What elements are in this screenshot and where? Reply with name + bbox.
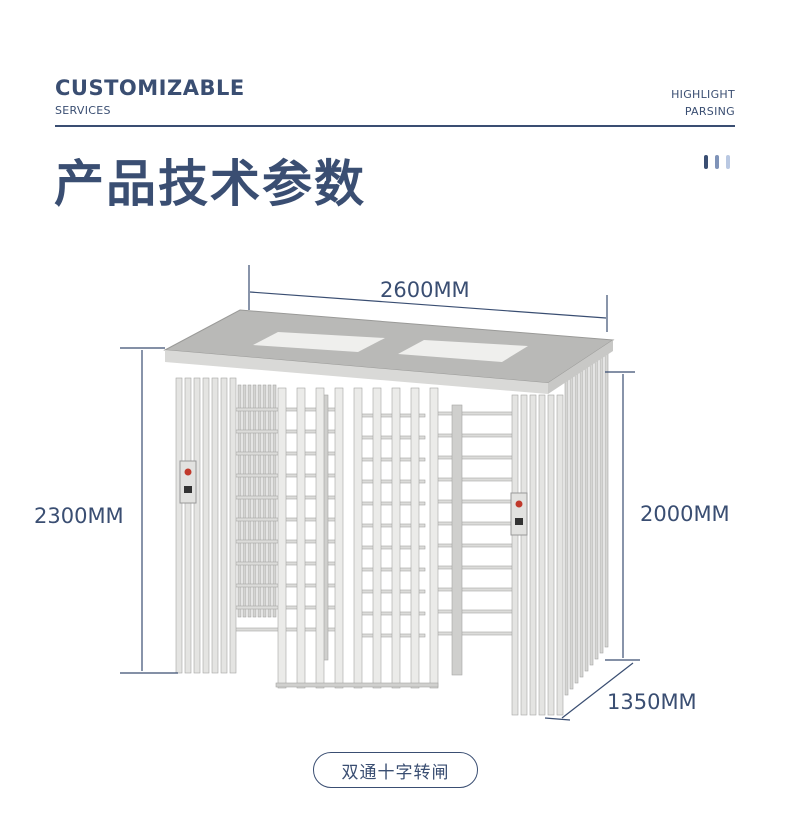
page-title: 产品技术参数 [54, 155, 366, 213]
gate-bar [334, 387, 344, 689]
fence-bar [564, 379, 569, 696]
fence-bar [202, 377, 210, 674]
gate-bar [277, 387, 287, 689]
rotor-arm [431, 455, 518, 460]
stop-indicator-icon [515, 500, 523, 508]
rotor-arm [431, 543, 518, 548]
highlight-label: HIGHLIGHT PARSING [671, 86, 735, 120]
rotor-arm [431, 499, 518, 504]
fence-bar [184, 377, 192, 674]
fence-bar [574, 371, 579, 684]
fence-bar [604, 347, 609, 648]
decor-dots [704, 155, 730, 169]
depth-tick [544, 717, 571, 721]
height-label: 2300MM [34, 504, 124, 528]
rotor-arm [431, 631, 518, 636]
roof-panel-right [398, 340, 528, 362]
floor-rail [275, 682, 439, 688]
fence-bar [252, 384, 257, 618]
roof-panel-left [253, 332, 385, 352]
fence-bar [569, 375, 574, 690]
highlight-line2: PARSING [684, 105, 735, 118]
gate-bar [296, 387, 306, 689]
fence-bar [257, 384, 262, 618]
gate-bar [391, 387, 401, 689]
dot-2 [715, 155, 719, 169]
rotor-arm [431, 609, 518, 614]
fence-bar [520, 394, 528, 716]
depth-dimension-line [561, 662, 634, 719]
turnstile-bars [175, 347, 609, 716]
card-reader-left [179, 460, 197, 504]
fence-bar [584, 363, 589, 672]
brand-title: CUSTOMIZABLE [55, 76, 245, 100]
fence-bar [556, 394, 564, 716]
card-icon [184, 486, 192, 493]
gate-bar [372, 387, 382, 689]
fence-bar [247, 384, 252, 618]
fence-bar [220, 377, 228, 674]
fence-bar [175, 377, 183, 674]
fence-bar [594, 355, 599, 660]
card-icon [515, 518, 523, 525]
gate-bar [410, 387, 420, 689]
header-divider [55, 125, 735, 127]
rotor-arm [431, 565, 518, 570]
dot-3 [726, 155, 730, 169]
rotor-arm [431, 587, 518, 592]
depth-label: 1350MM [607, 690, 697, 714]
rotor-arm [431, 521, 518, 526]
fence-bar [193, 377, 201, 674]
fence-bar [547, 394, 555, 716]
fence-bar [538, 394, 546, 716]
turnstile-roof-side [548, 340, 613, 394]
turnstile-roof-front [165, 350, 548, 394]
gate-bar [315, 387, 325, 689]
rotor-post [451, 404, 463, 676]
stop-indicator-icon [184, 468, 192, 476]
fence-bar [579, 367, 584, 678]
fence-bar [237, 384, 242, 618]
fence-bar [267, 384, 272, 618]
passage-height-label: 2000MM [640, 502, 730, 526]
gate-bar [353, 387, 363, 689]
product-name-badge: 双通十字转闸 [313, 752, 478, 788]
highlight-line1: HIGHLIGHT [671, 88, 735, 101]
fence-bar [211, 377, 219, 674]
fence-bar [511, 394, 519, 716]
brand-subtitle: SERVICES [55, 104, 111, 117]
card-reader-right [510, 492, 528, 536]
rotor-arm [431, 411, 518, 416]
dot-1 [704, 155, 708, 169]
width-label: 2600MM [380, 278, 470, 302]
fence-bar [242, 384, 247, 618]
fence-bar [272, 384, 277, 618]
fence-bar [529, 394, 537, 716]
rotor-arm [431, 477, 518, 482]
gate-bar [429, 387, 439, 689]
fence-bar [589, 359, 594, 666]
width-dimension-line [249, 291, 607, 319]
fence-bar [229, 377, 237, 674]
rotor-arm [431, 433, 518, 438]
fence-bar [599, 351, 604, 654]
fence-bar [262, 384, 267, 618]
